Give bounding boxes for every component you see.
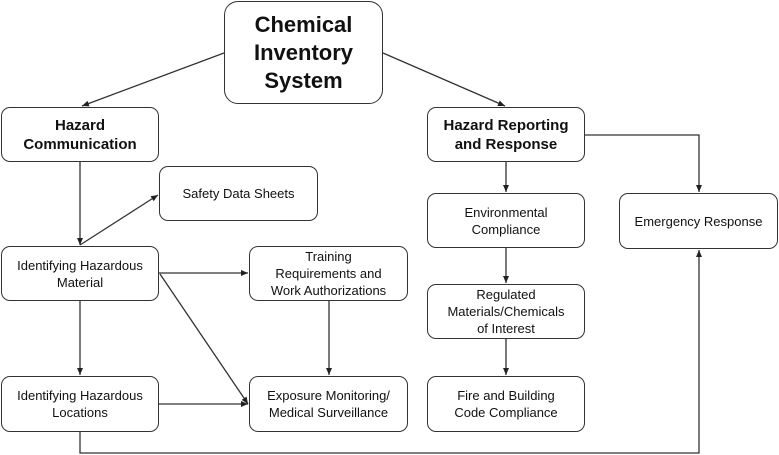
node-emergency-response: Emergency Response	[619, 193, 778, 249]
edge-hazrep-emerg	[585, 134, 702, 192]
node-training-requirements: Training Requirements and Work Authoriza…	[249, 246, 408, 301]
node-hazard-reporting-response: Hazard Reporting and Response	[427, 107, 585, 162]
node-safety-data-sheets: Safety Data Sheets	[159, 166, 318, 221]
edge-root-hazrep	[382, 52, 506, 107]
node-identifying-hazardous-locations: Identifying Hazardous Locations	[1, 376, 159, 432]
edge-idmat-sds	[79, 194, 159, 246]
node-chemical-inventory-system: Chemical Inventory System	[224, 1, 383, 104]
node-environmental-compliance: Environmental Compliance	[427, 193, 585, 248]
edge-idloc-emerg	[79, 250, 702, 454]
node-identifying-hazardous-material: Identifying Hazardous Material	[1, 246, 159, 301]
edge-root-hazcom	[81, 52, 225, 107]
edge-idmat-exposure	[159, 273, 249, 405]
node-hazard-communication: Hazard Communication	[1, 107, 159, 162]
node-regulated-materials: Regulated Materials/Chemicals of Interes…	[427, 284, 585, 339]
node-exposure-monitoring: Exposure Monitoring/ Medical Surveillanc…	[249, 376, 408, 432]
node-fire-building-code: Fire and Building Code Compliance	[427, 376, 585, 432]
